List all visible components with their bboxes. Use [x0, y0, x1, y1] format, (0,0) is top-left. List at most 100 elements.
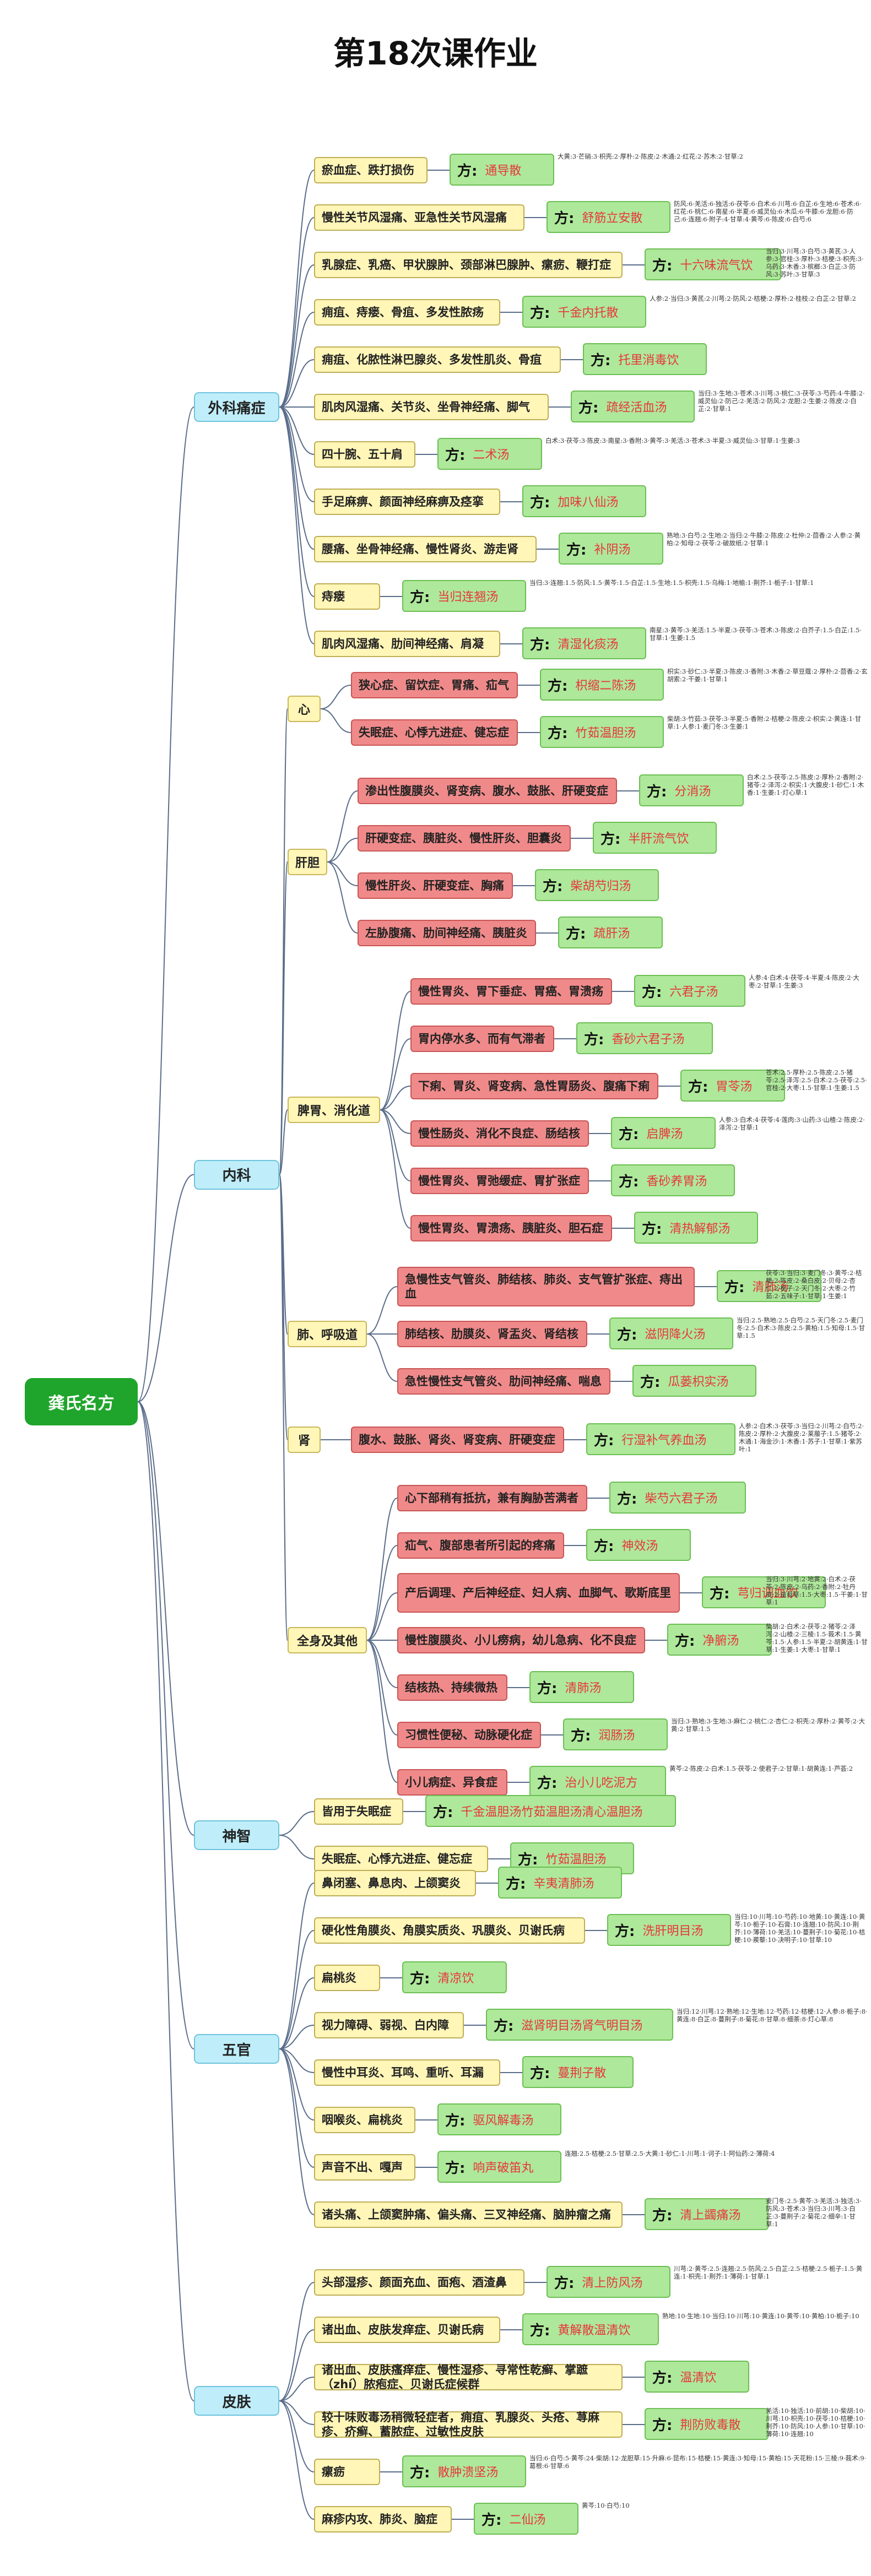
fang-label: 方:: [554, 2275, 575, 2292]
connector: [279, 406, 315, 502]
fang-label: 方:: [652, 257, 673, 274]
fang-label: 方:: [530, 2065, 550, 2082]
connector: [380, 1038, 411, 1110]
connector: [279, 2400, 315, 2472]
ingredient-note: 当归:3·熟地:3·生地:3·麻仁:2·桃仁:2·杏仁:2·枳壳:2·厚朴:2·…: [671, 1717, 865, 1733]
fang-label: 方:: [591, 352, 611, 369]
fang-label: 方:: [566, 925, 586, 942]
formula-box: 方:香砂养胃汤: [611, 1164, 735, 1196]
fang-label: 方:: [554, 210, 575, 227]
connector: [279, 2048, 315, 2073]
group-2: 脾胃、消化道: [288, 1097, 380, 1123]
connector: [279, 1883, 315, 2049]
formula-box: 方:香砂六君子汤: [576, 1022, 713, 1054]
connector: [137, 406, 194, 1402]
ingredient-note: 黄芩:10·白芍:10: [582, 2502, 630, 2509]
condition-box: 麻疹内攻、肺炎、脑症: [314, 2506, 452, 2532]
formula-box: 方:二术汤: [437, 438, 542, 470]
formula-name: 驱风解毒汤: [473, 2114, 534, 2128]
formula-box: 方:芎归调血饮: [702, 1576, 826, 1608]
formula-name: 竹茹温胆汤: [575, 726, 636, 740]
ingredient-note: 当归:3·连翘:1.5·防风:1.5·黄芩:1.5·白芷:1.5·生地:1.5·…: [529, 579, 814, 587]
formula-name: 滋肾明目汤肾气明目汤: [521, 2019, 643, 2033]
connector: [366, 1640, 398, 1736]
formula-name: 二仙汤: [509, 2513, 546, 2527]
formula-name: 滋阴降火汤: [645, 1328, 706, 1342]
formula-box: 方: 托里消毒饮: [583, 343, 707, 375]
ingredient-note: 当归:2.5·熟地:2.5·白芍:2.5·天门冬:2.5·麦门冬:2.5·白术:…: [737, 1316, 865, 1340]
condition-box: 左胁腹痛、肋间神经痛、胰脏炎: [358, 920, 536, 946]
page-title: 第18次课作业: [333, 35, 538, 72]
formula-box: 方:清湿化痰汤: [522, 627, 646, 659]
formula-box: 方:清热解郁汤: [634, 1212, 758, 1244]
connector: [279, 708, 288, 1175]
ingredient-note: 人参:3·白术:4·茯苓:4·莲肉:3·山药:3·山楂:2·陈皮:2·泽泻:2·…: [719, 1116, 865, 1132]
connector: [137, 1401, 194, 2049]
formula-name: 补阴汤: [594, 543, 631, 557]
connector: [279, 1174, 288, 1641]
connector: [380, 1109, 411, 1181]
formula-box: 方: 净腑汤: [667, 1624, 772, 1656]
category-0: 外科痛症: [194, 392, 279, 422]
formula-box: 方:六君子汤: [634, 975, 745, 1007]
connector: [380, 1109, 411, 1229]
fang-label: 方:: [675, 1633, 695, 1650]
formula-name: 托里消毒饮: [618, 354, 679, 367]
formula-name: 响声破笛丸: [473, 2161, 534, 2175]
formula-name: 香砂养胃汤: [646, 1175, 707, 1189]
formula-box: 方:辛夷清肺汤: [498, 1867, 622, 1899]
fang-label: 方:: [433, 1804, 453, 1821]
ingredient-note: 柴胡:2·白术:2·茯苓:2·猪苓:2·泽泻:2·山楂:2·三棱:1.5·莪术:…: [766, 1623, 868, 1654]
connector: [137, 1401, 194, 2401]
condition-box: 结核热、持续微热: [397, 1674, 507, 1701]
condition-box: 鼻闭塞、鼻息肉、上颌窦炎: [314, 1870, 476, 1896]
formula-name: 清湿化痰汤: [558, 638, 619, 652]
formula-box: 方:清上防风汤: [547, 2266, 670, 2298]
condition-box: 乳腺症、乳癌、甲状腺肿、颈部淋巴腺肿、瘰疬、鞭打症: [314, 252, 623, 278]
formula-name: 当归连翘汤: [437, 590, 499, 604]
connector: [279, 359, 315, 408]
formula-name: 清热解郁汤: [669, 1222, 731, 1236]
condition-box: 慢性腹膜炎、小儿痨病，幼儿急病、化不良症: [397, 1627, 645, 1653]
condition-box: 扁桃炎: [314, 1965, 380, 1991]
condition-box: 瘰疬: [314, 2459, 380, 2485]
formula-box: 方:滋阴降火汤: [609, 1317, 733, 1349]
ingredient-note: 枳实:3·砂仁:3·半夏:3·陈皮:3·香附:3·木香:2·草豆蔻:2·厚朴:2…: [667, 668, 868, 684]
condition-box: 肌肉风湿痛、关节炎、坐骨神经痛、脚气: [314, 394, 549, 420]
condition-box: 慢性中耳炎、耳鸣、重听、耳漏: [314, 2059, 500, 2086]
fang-label: 方:: [652, 2417, 673, 2434]
fang-label: 方:: [647, 783, 667, 800]
formula-name: 净腑汤: [702, 1634, 739, 1648]
ingredient-note: 南星:3·黄芩:3·羌活:1.5·半夏:3·茯苓:3·苍术:3·陈皮:2·白芥子…: [650, 626, 862, 642]
fang-label: 方:: [652, 2369, 673, 2387]
condition-box: 硬化性角膜炎、角膜实质炎、巩膜炎、贝谢氏病: [314, 1917, 585, 1944]
condition-box: 痈疽、化脓性淋巴腺炎、多发性肌炎、骨疽: [314, 346, 561, 373]
formula-name: 胃苓汤: [716, 1080, 753, 1094]
connector: [279, 406, 315, 644]
connector: [137, 1401, 194, 1836]
formula-name: 加味八仙汤: [558, 496, 619, 509]
connector: [366, 1640, 398, 1688]
connector: [279, 2400, 315, 2520]
ingredient-note: 当归:10·川芎:10·芍药:10·地黄:10·黄连:10·黄芩:10·栀子:1…: [734, 1913, 865, 1944]
condition-box: 咽喉炎、扁桃炎: [314, 2107, 415, 2133]
condition-box: 狭心症、留饮症、胃痛、疝气: [351, 672, 518, 698]
formula-box: 方:清肺汤: [529, 1671, 634, 1703]
ingredient-note: 麦门冬:2.5·黄芩:3·羌活:3·独活:3·防风:3·苍术:3·当归:3·川芎…: [766, 2197, 862, 2228]
ingredient-note: 川芎:2·黄芩:2.5·连翘:2.5·防风:2.5·白芷:2.5·桔梗:2.5·…: [674, 2265, 863, 2281]
fang-label: 方:: [530, 305, 550, 322]
group-0: 心: [288, 696, 321, 722]
condition-box: 声音不出、嘎声: [314, 2154, 415, 2181]
fang-label: 方:: [724, 1279, 745, 1296]
fang-label: 方:: [445, 2160, 466, 2177]
fang-label: 方:: [619, 1126, 639, 1143]
formula-name: 十六味流气饮: [680, 259, 753, 273]
connector: [366, 1333, 398, 1382]
connector: [137, 1174, 194, 1402]
formula-name: 芎归调血饮: [737, 1587, 798, 1601]
formula-box: 方:舒筋立安散: [547, 201, 670, 233]
category-4: 皮肤: [194, 2386, 279, 2416]
condition-box: 慢性胃炎、胃下垂症、胃癌、胃溃疡: [410, 978, 612, 1005]
condition-box: 皆用于失眠症: [314, 1798, 403, 1825]
connector: [279, 1835, 315, 1859]
